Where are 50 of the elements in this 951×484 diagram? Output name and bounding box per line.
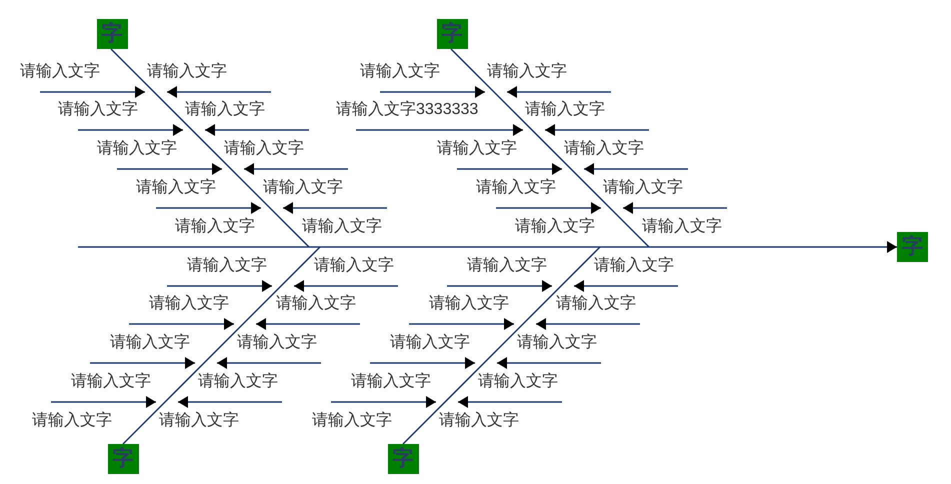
bone-line: [402, 246, 601, 445]
cause-label: 请输入文字: [187, 257, 267, 275]
cause-label: 请输入文字: [147, 63, 227, 81]
cause-label: 请输入文字: [642, 218, 722, 236]
cause-label: 请输入文字: [302, 218, 382, 236]
cause-label: 请输入文字: [312, 412, 392, 430]
cause-label: 请输入文字: [525, 101, 605, 119]
cause-label: 请输入文字: [237, 334, 317, 352]
category-box: 字: [436, 19, 468, 49]
category-box: 字: [388, 444, 418, 474]
bone-line: [450, 48, 650, 248]
cause-label: 请输入文字: [439, 412, 519, 430]
cause-label: 请输入文字: [429, 295, 509, 313]
cause-label: 请输入文字: [32, 412, 112, 430]
bone-line: [122, 246, 321, 445]
cause-label: 请输入文字: [351, 373, 431, 391]
cause-label: 请输入文字: [263, 179, 343, 197]
cause-label: 请输入文字3333333: [336, 101, 478, 119]
cause-label: 请输入文字: [198, 373, 278, 391]
cause-label: 请输入文字: [314, 257, 394, 275]
cause-label: 请输入文字: [110, 334, 190, 352]
cause-label: 请输入文字: [159, 412, 239, 430]
cause-label: 请输入文字: [58, 101, 138, 119]
cause-label: 请输入文字: [97, 140, 177, 158]
cause-label: 请输入文字: [185, 101, 265, 119]
cause-label: 请输入文字: [360, 63, 440, 81]
cause-label: 请输入文字: [136, 179, 216, 197]
cause-label: 请输入文字: [564, 140, 644, 158]
category-box: 字: [108, 444, 138, 474]
cause-label: 请输入文字: [487, 63, 567, 81]
cause-label: 请输入文字: [20, 63, 100, 81]
cause-label: 请输入文字: [224, 140, 304, 158]
category-box: 字: [96, 19, 128, 49]
cause-label: 请输入文字: [603, 179, 683, 197]
cause-label: 请输入文字: [515, 218, 595, 236]
spine-arrow: [78, 241, 897, 253]
cause-label: 请输入文字: [556, 295, 636, 313]
cause-label: 请输入文字: [71, 373, 151, 391]
cause-label: 请输入文字: [149, 295, 229, 313]
cause-label: 请输入文字: [390, 334, 470, 352]
bone-line: [110, 48, 310, 248]
cause-label: 请输入文字: [437, 140, 517, 158]
cause-label: 请输入文字: [276, 295, 356, 313]
cause-label: 请输入文字: [517, 334, 597, 352]
cause-label: 请输入文字: [594, 257, 674, 275]
cause-label: 请输入文字: [467, 257, 547, 275]
cause-label: 请输入文字: [476, 179, 556, 197]
head-box: 字: [897, 232, 928, 262]
cause-label: 请输入文字: [175, 218, 255, 236]
cause-label: 请输入文字: [478, 373, 558, 391]
